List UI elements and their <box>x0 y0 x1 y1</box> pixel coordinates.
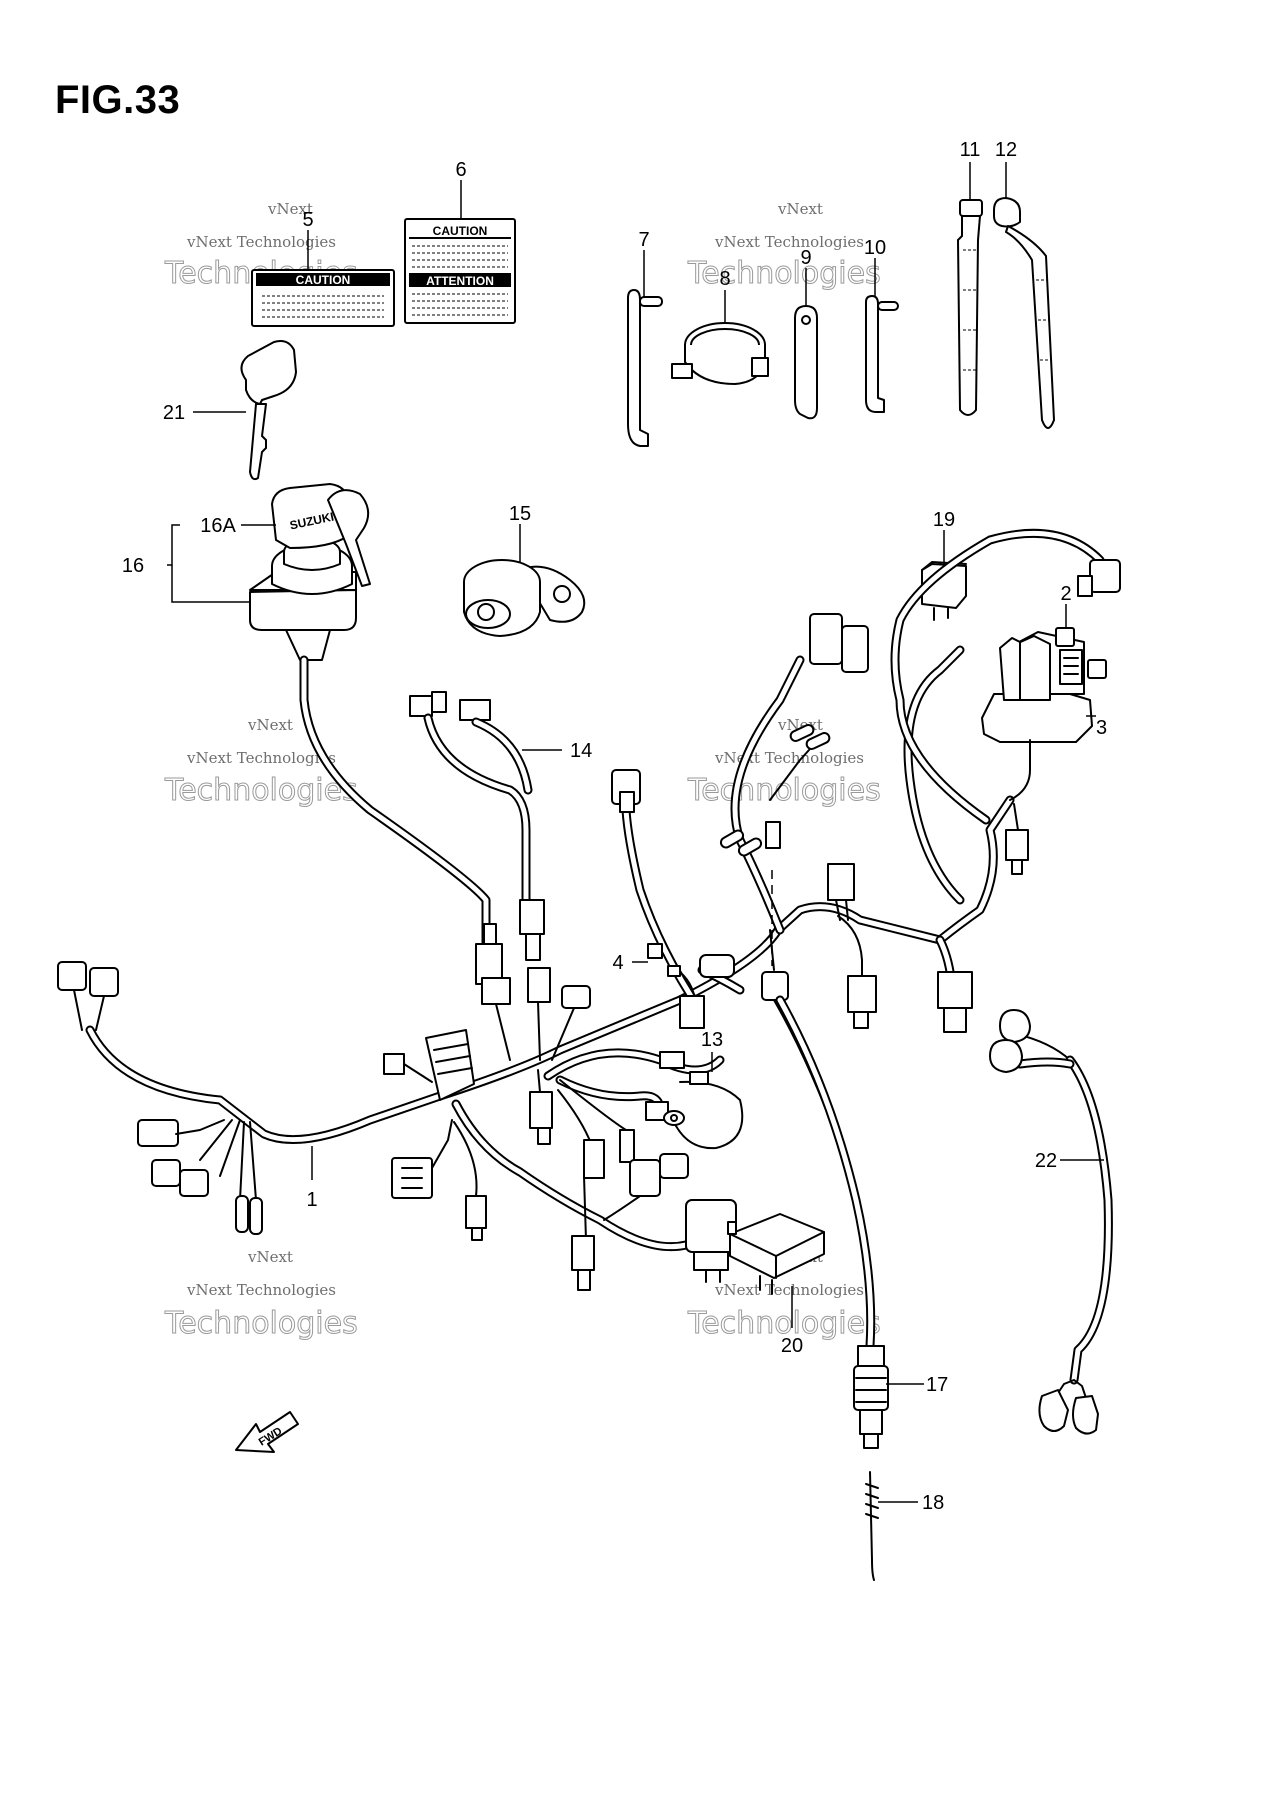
callout-12: 12 <box>995 139 1017 161</box>
part-20-control-unit[interactable] <box>727 1213 825 1295</box>
caution-text: CAUTION <box>296 273 351 287</box>
callout-9: 9 <box>800 247 811 269</box>
svg-text:vNext Technologies: vNext Technologies <box>714 1281 864 1299</box>
part-9-clip[interactable] <box>794 305 818 420</box>
callout-21: 21 <box>163 402 185 424</box>
caution-text: CAUTION <box>433 224 488 238</box>
watermark-mid-left: vNext vNext Technologies Technologies <box>164 716 359 809</box>
part-17-sensor[interactable] <box>775 995 889 1449</box>
callout-5: 5 <box>302 209 313 231</box>
callout-1: 1 <box>306 1189 317 1211</box>
figure-title: FIG.33 <box>55 78 181 122</box>
callout-numbers: 5 6 7 8 9 10 11 12 21 16A 16 15 19 2 3 1… <box>122 139 1107 1514</box>
callout-20: 20 <box>781 1335 803 1357</box>
part-21-key[interactable] <box>240 340 297 481</box>
part-13-ground-wire[interactable] <box>663 1071 744 1150</box>
callout-2: 2 <box>1060 583 1071 605</box>
callout-16a: 16A <box>200 515 236 537</box>
part-12-cable-tie[interactable] <box>993 197 1055 429</box>
part-14-sub-harness[interactable] <box>409 691 545 961</box>
svg-text:Technologies: Technologies <box>687 1306 881 1341</box>
callout-6: 6 <box>455 159 466 181</box>
callout-13: 13 <box>701 1029 723 1051</box>
part-11-cable-tie[interactable] <box>957 199 983 416</box>
svg-text:vNext: vNext <box>777 200 823 218</box>
svg-text:vNext Technologies: vNext Technologies <box>186 233 336 251</box>
callout-8: 8 <box>719 268 730 290</box>
svg-text:vNext: vNext <box>247 1248 293 1266</box>
watermark-top-center: vNext vNext Technologies Technologies <box>687 200 882 292</box>
part-16-ignition-switch[interactable]: SUZUKI <box>249 483 371 661</box>
part-22-wire[interactable] <box>989 1009 1113 1435</box>
svg-text:vNext Technologies: vNext Technologies <box>186 1281 336 1299</box>
part-10-clamp[interactable] <box>865 295 899 413</box>
part-5-caution-label[interactable]: CAUTION <box>251 269 395 327</box>
fwd-arrow-icon: FWD <box>235 1411 299 1453</box>
callout-14: 14 <box>570 740 592 762</box>
svg-text:vNext Technologies: vNext Technologies <box>714 233 864 251</box>
part-18-pin[interactable] <box>865 1471 879 1581</box>
watermark-mid-center: vNext vNext Technologies Technologies <box>687 716 882 809</box>
callout-17: 17 <box>926 1374 948 1396</box>
svg-text:Technologies: Technologies <box>687 773 881 808</box>
leader-lines <box>167 162 1104 1503</box>
part-1-main-harness[interactable] <box>57 528 1121 1341</box>
part-7-clamp[interactable] <box>627 289 663 447</box>
part-2-fuse[interactable] <box>1055 627 1107 679</box>
attention-text: ATTENTION <box>426 274 494 288</box>
svg-text:Technologies: Technologies <box>687 256 881 291</box>
svg-text:vNext: vNext <box>267 200 313 218</box>
svg-text:Technologies: Technologies <box>164 773 358 808</box>
svg-text:vNext Technologies: vNext Technologies <box>186 749 336 767</box>
callout-18: 18 <box>922 1492 944 1514</box>
callout-22: 22 <box>1035 1150 1057 1172</box>
callout-4: 4 <box>612 952 623 974</box>
part-6-caution-attention-label[interactable]: CAUTION ATTENTION <box>404 218 516 324</box>
callout-16: 16 <box>122 555 144 577</box>
watermark-low-left: vNext vNext Technologies Technologies <box>164 1248 359 1342</box>
part-8-band-clamp[interactable] <box>671 322 769 385</box>
callout-11: 11 <box>960 139 981 161</box>
callout-10: 10 <box>864 237 886 259</box>
callout-15: 15 <box>509 503 531 525</box>
callout-19: 19 <box>933 509 955 531</box>
svg-text:Technologies: Technologies <box>164 1306 358 1341</box>
part-3-fuse-box[interactable] <box>981 631 1093 743</box>
part-15-switch[interactable] <box>463 559 586 637</box>
callout-3: 3 <box>1096 717 1107 739</box>
callout-7: 7 <box>638 229 649 251</box>
svg-text:vNext Technologies: vNext Technologies <box>714 749 864 767</box>
svg-text:vNext: vNext <box>247 716 293 734</box>
